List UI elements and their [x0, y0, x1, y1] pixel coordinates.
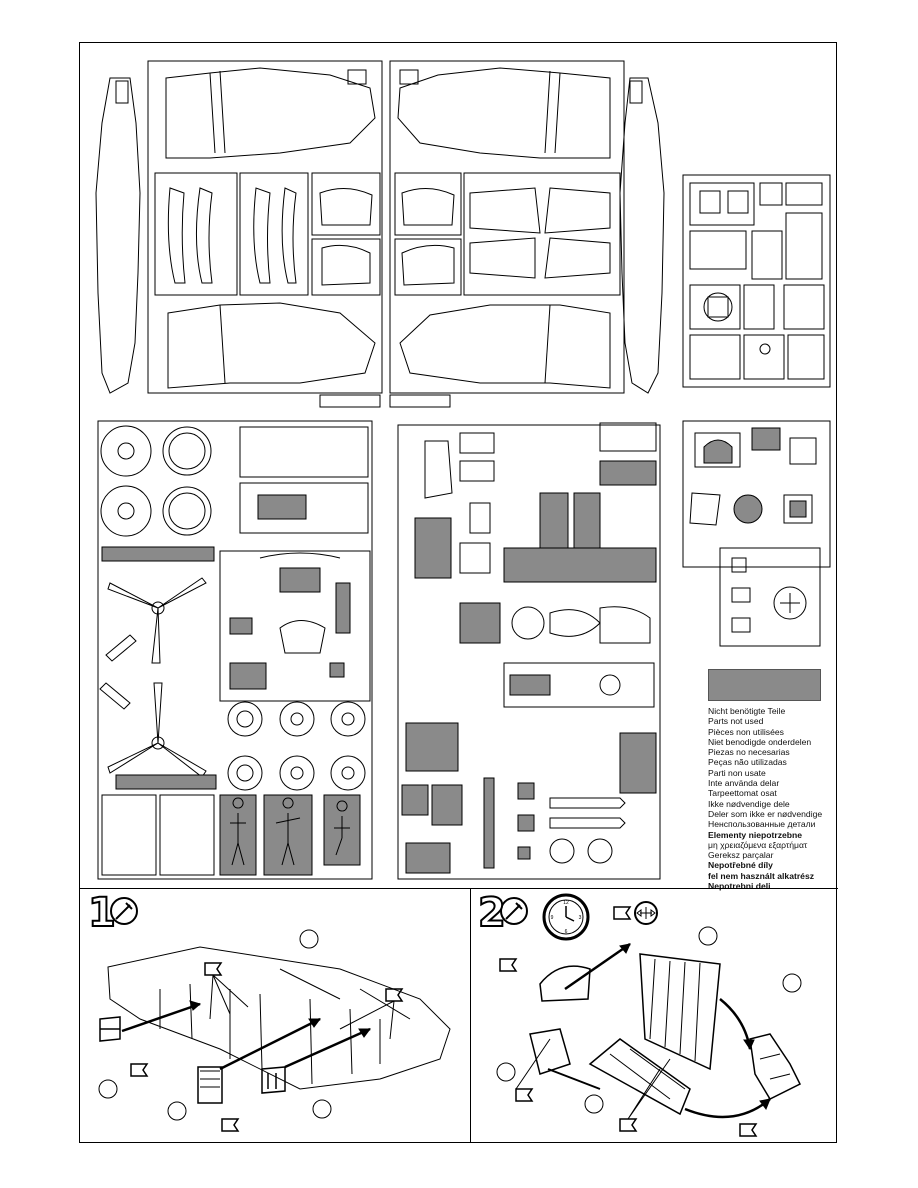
clock-numeral: 3 — [579, 915, 582, 921]
cockpit-part-b — [197, 1066, 223, 1104]
instruction-sheet: Nicht benötigte Teile Parts not used Piè… — [79, 42, 838, 1144]
part-callout — [98, 1079, 118, 1099]
color-flag — [204, 962, 223, 976]
sprue-b — [389, 60, 665, 408]
color-flag — [499, 958, 518, 972]
unused-parts-list: Nicht benötigte Teile Parts not used Piè… — [708, 706, 838, 891]
fuselage-half-right — [619, 77, 665, 394]
cockpit-part-c — [261, 1066, 286, 1094]
seat-part — [529, 1028, 571, 1075]
legend-item: Nepotrebni deli — [708, 881, 771, 892]
part-callout — [496, 1062, 516, 1082]
clock-numeral: 6 — [565, 929, 568, 935]
part-callout — [312, 1099, 332, 1119]
align-icon — [634, 901, 658, 925]
assembly-arrow — [684, 1098, 771, 1119]
cowling-part-left — [167, 187, 213, 284]
floor-panel — [588, 1038, 691, 1116]
fuselage-half — [107, 946, 451, 1090]
wing-lower-right — [399, 304, 611, 389]
sprue-g — [719, 547, 821, 647]
assembly-arrow — [564, 942, 631, 991]
glue-icon — [110, 897, 138, 925]
legend-item: Peças não utilizadas — [708, 757, 787, 768]
legend-item: Pièces non utilisées — [708, 726, 784, 737]
sprue-layout — [95, 60, 831, 880]
clock-icon: 12 3 6 9 — [542, 893, 590, 941]
color-flag — [385, 988, 404, 1002]
step-number: 1 — [87, 890, 117, 936]
sprue-a — [95, 60, 383, 408]
legend-item: fel nem használt alkatrész — [708, 870, 815, 881]
assembly-steps: 1 — [80, 888, 838, 1144]
legend-item: Parti non usate — [708, 767, 766, 778]
color-flag — [619, 1118, 638, 1132]
legend-item: Gereksz parçalar — [708, 850, 774, 861]
step-1-panel: 1 — [80, 889, 471, 1143]
pilot-figure — [230, 797, 246, 866]
engine-face — [100, 425, 152, 477]
clock-numeral: 12 — [563, 900, 569, 906]
propeller-blade-set — [107, 577, 207, 664]
tailplane-part — [469, 187, 611, 279]
wing-lower-left — [167, 302, 376, 389]
color-flag — [613, 906, 632, 920]
legend-item: Elementy niepotrzebne — [708, 829, 803, 840]
wing-upper-right — [397, 67, 611, 159]
legend-item: μη χρειαζόμενα εξαρτήματ — [708, 839, 808, 850]
color-flag — [739, 1123, 758, 1137]
frame-part — [749, 1033, 802, 1100]
legend-item: Inte använda delar — [708, 778, 780, 789]
part-callout — [782, 973, 802, 993]
step-2-panel: 2 12 3 6 9 — [470, 889, 836, 1143]
part-callout — [584, 1094, 604, 1114]
wheel — [227, 701, 263, 737]
legend-item: Parts not used — [708, 716, 764, 727]
legend-item: Piezas no necesarias — [708, 747, 790, 758]
sprue-d — [97, 420, 373, 880]
legend-item: Nicht benötigte Teile — [708, 706, 786, 716]
step-2-illustration: 12 3 6 9 — [496, 893, 802, 1137]
bulkhead-part — [539, 965, 591, 1002]
fuselage-half-left — [95, 77, 141, 394]
assembly-arrow — [121, 1002, 201, 1033]
assembly-arrow — [547, 1068, 601, 1090]
legend-item: Niet benodigde onderdelen — [708, 736, 812, 747]
legend-item: Ненспользованные детали — [708, 819, 816, 830]
color-flag — [515, 1088, 534, 1102]
assembly-arrow — [219, 1017, 321, 1071]
clock-numeral: 9 — [551, 915, 554, 921]
color-flag — [130, 1063, 149, 1077]
floor-panel — [639, 953, 721, 1071]
step-number: 2 — [477, 890, 507, 936]
legend-item: Ikke nødvendige dele — [708, 798, 790, 809]
sprue-c — [682, 174, 831, 388]
assembly-arrow — [284, 1027, 371, 1069]
wing-upper-left — [165, 67, 376, 159]
legend-item: Nepotřebné díly — [708, 860, 773, 871]
legend-item: Tarpeettomat osat — [708, 788, 777, 799]
sprue-e — [397, 422, 661, 880]
part-callout — [167, 1101, 187, 1121]
legend-item: Deler som ikke er nødvendige — [708, 808, 823, 819]
glue-icon — [500, 897, 528, 925]
cockpit-part-a — [99, 1016, 121, 1042]
color-flag — [221, 1118, 240, 1132]
part-callout — [698, 926, 718, 946]
sprue-f — [682, 420, 831, 568]
propeller-blade-set-2 — [107, 682, 207, 778]
step-1-illustration — [98, 897, 451, 1132]
legend: Nicht benötigte Teile Parts not used Piè… — [708, 669, 838, 891]
unused-parts-swatch — [708, 669, 821, 701]
part-callout — [299, 929, 319, 949]
